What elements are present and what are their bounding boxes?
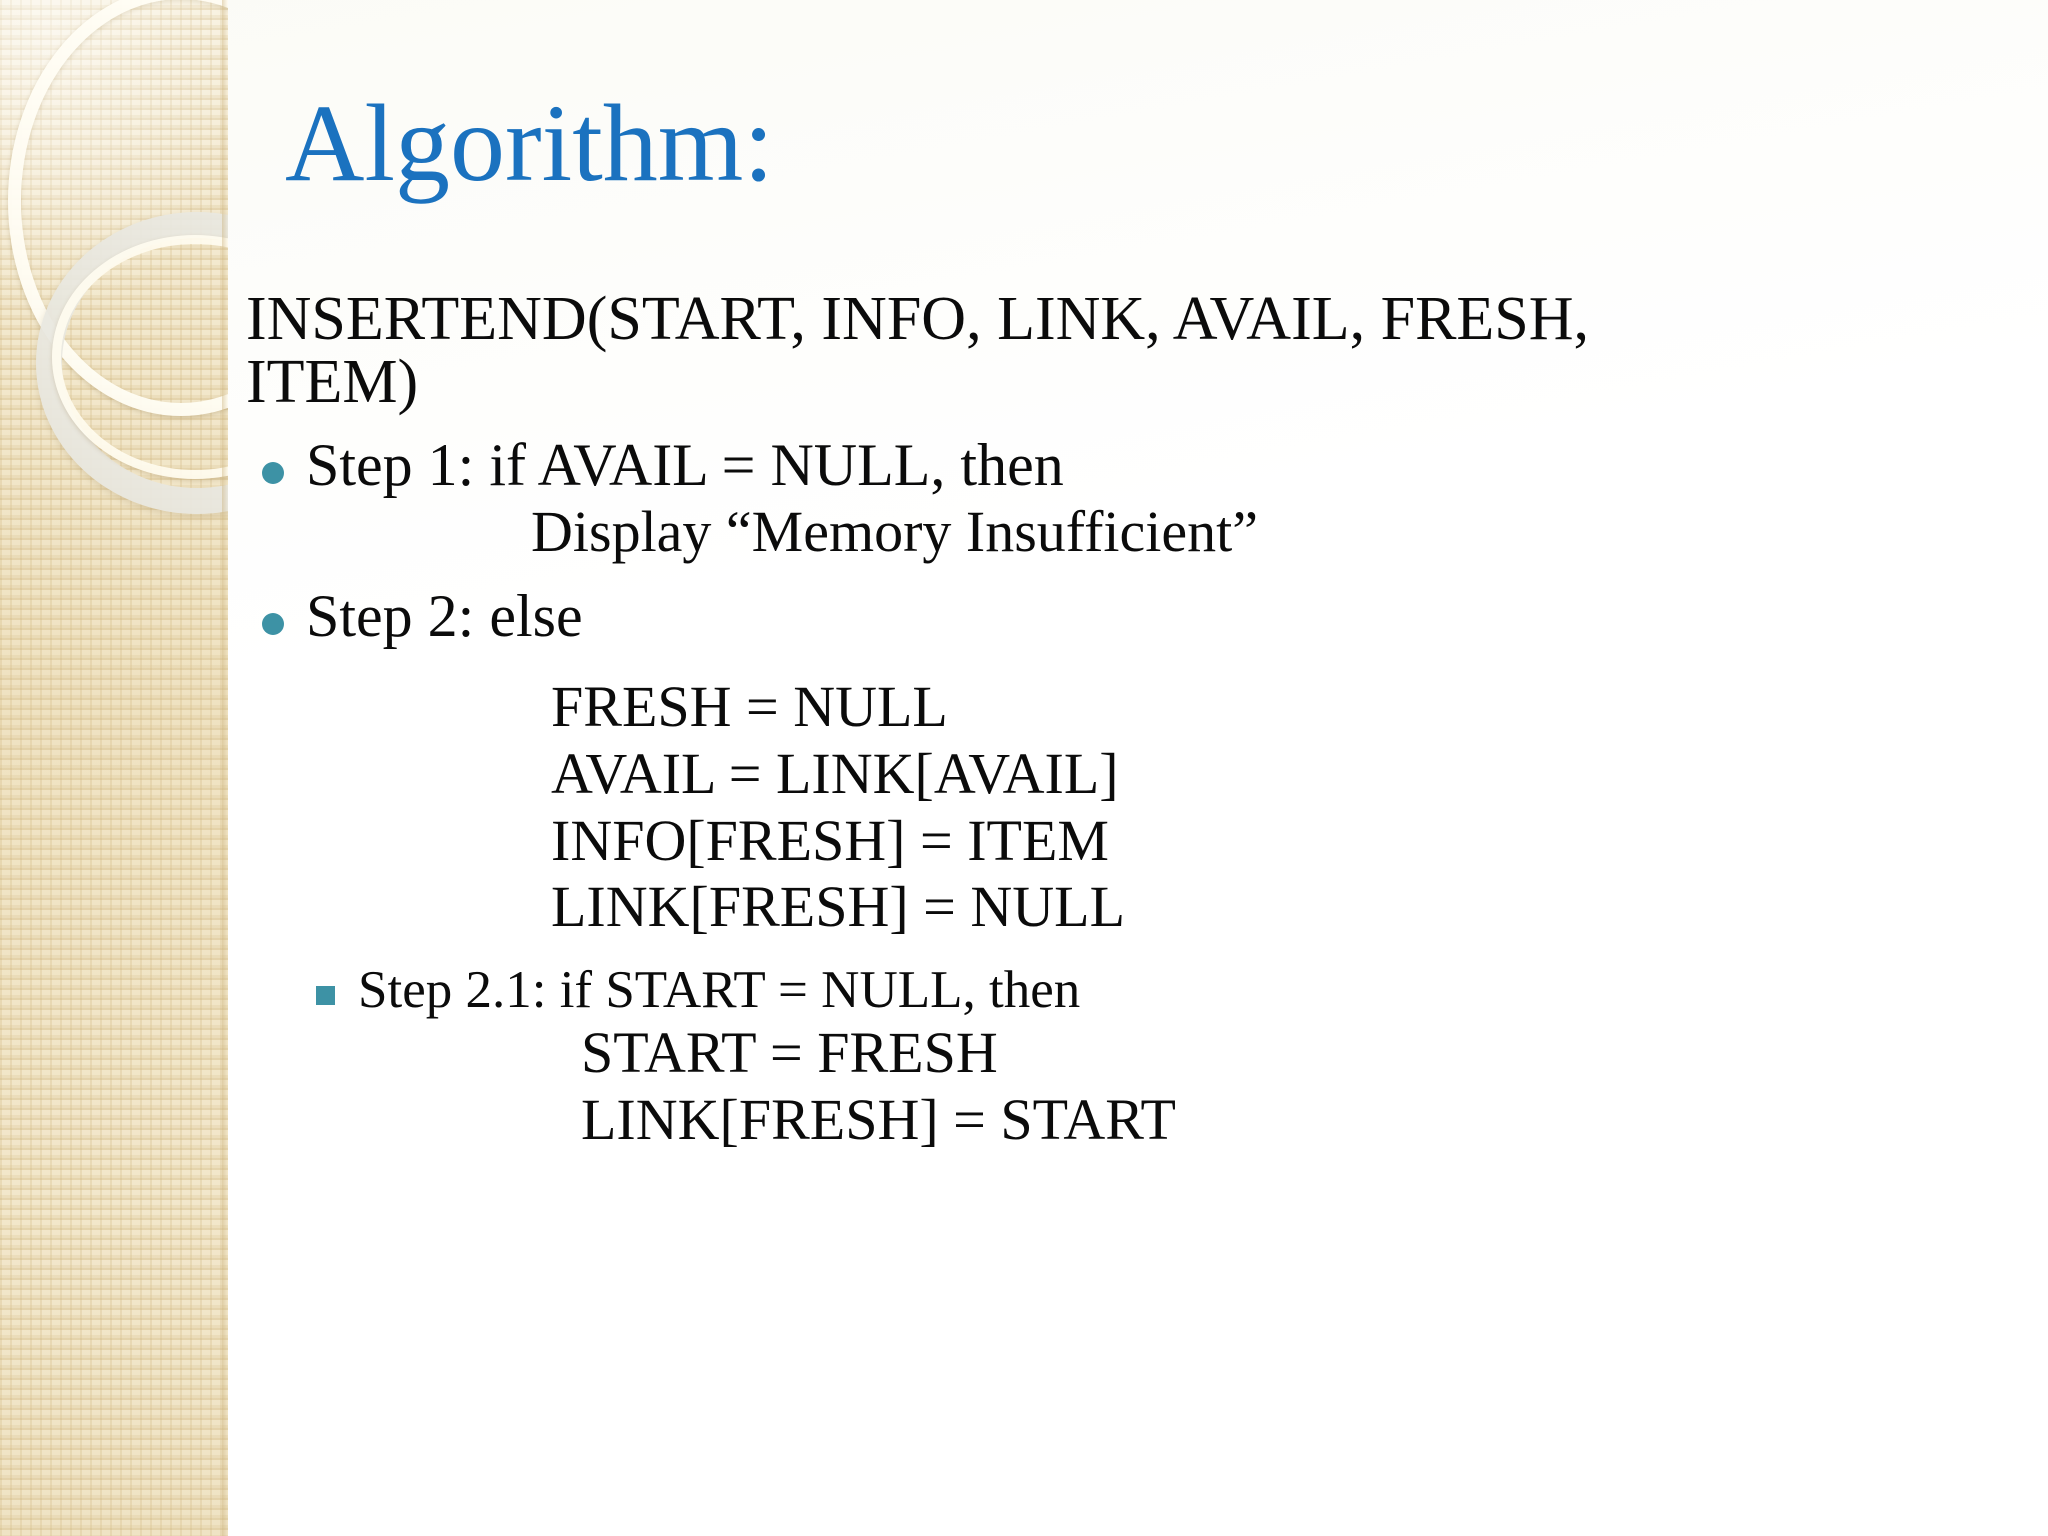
slide-content: Algorithm: INSERTEND(START, INFO, LINK, … xyxy=(228,0,2048,1536)
disc-bullet-icon xyxy=(262,613,284,636)
procedure-signature: INSERTEND(START, INFO, LINK, AVAIL, FRES… xyxy=(246,285,1590,417)
step-2-1-line-2: LINK[FRESH] = START xyxy=(581,1086,1176,1152)
step-1-bullet-row: Step 1: if AVAIL = NULL, then xyxy=(246,434,2036,498)
disc-bullet-icon xyxy=(262,462,284,485)
side-band-edge xyxy=(222,0,228,1536)
page-title: Algorithm: xyxy=(285,82,774,204)
square-bullet-icon xyxy=(316,986,335,1006)
step-2-label: Step 2: else xyxy=(306,583,583,650)
step-2-line-2: AVAIL = LINK[AVAIL] xyxy=(551,740,1119,806)
step-2-line-1: FRESH = NULL xyxy=(551,673,948,739)
step-2-line-4: LINK[FRESH] = NULL xyxy=(551,874,1125,940)
algorithm-body: INSERTEND(START, INFO, LINK, AVAIL, FRES… xyxy=(246,285,2036,1153)
step-2-1-line-1: START = FRESH xyxy=(581,1019,998,1085)
step-1-label: Step 1: if AVAIL = NULL, then xyxy=(306,432,1064,499)
step-2-1-bullet-row: Step 2.1: if START = NULL, then xyxy=(246,961,2036,1020)
step-2-1-label: Step 2.1: if START = NULL, then xyxy=(358,961,1081,1020)
decorative-side-band xyxy=(0,0,228,1536)
step-2-bullet-row: Step 2: else xyxy=(246,583,2036,650)
step-1-line-1: Display “Memory Insufficient” xyxy=(531,499,1258,565)
step-2-line-3: INFO[FRESH] = ITEM xyxy=(551,807,1109,873)
